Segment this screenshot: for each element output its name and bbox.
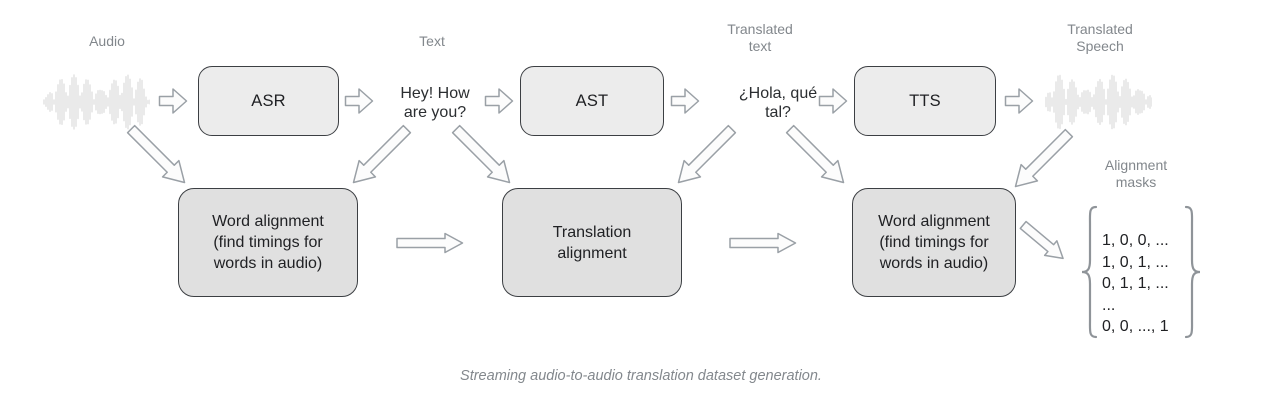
arrow-down-left-icon <box>352 124 412 184</box>
arrow-down-right-icon <box>451 124 511 184</box>
ast-box: AST <box>520 66 664 136</box>
audio-waveform-icon <box>43 74 150 130</box>
arrow-down-left-icon <box>1014 128 1074 188</box>
arrow-right-icon <box>818 88 848 114</box>
word-alignment-source-label: Word alignment (find timings for words i… <box>212 213 324 272</box>
right-brace-icon <box>1184 205 1201 339</box>
word-alignment-target-label: Word alignment (find timings for words i… <box>878 213 990 272</box>
translation-alignment-label: Translation alignment <box>552 223 632 262</box>
mask-row: 1, 0, 1, ... <box>1102 253 1169 271</box>
alignment-masks-list: 1, 0, 0, ... 1, 0, 1, ... 0, 1, 1, ... .… <box>1102 230 1180 338</box>
source-text: Hey! How are you? <box>400 85 470 121</box>
arrow-right-icon <box>158 88 188 114</box>
translated-speech-waveform-icon <box>1045 74 1152 130</box>
audio-label: Audio <box>89 33 125 49</box>
alignment-masks-label: Alignment masks <box>1104 157 1168 190</box>
arrow-down-right-icon <box>126 124 186 184</box>
tts-box: TTS <box>854 66 996 136</box>
arrow-right-icon <box>396 232 464 254</box>
word-alignment-source-box: Word alignment (find timings for words i… <box>178 188 358 297</box>
ast-box-label: AST <box>575 91 609 110</box>
translated-speech-label: Translated Speech <box>1067 21 1133 54</box>
text-label: Text <box>419 33 445 49</box>
arrow-down-right-icon <box>1019 220 1064 260</box>
arrow-right-icon <box>484 88 514 114</box>
translation-alignment-box: Translation alignment <box>502 188 682 297</box>
mask-row: 1, 0, 0, ... <box>1102 232 1169 249</box>
translated-text: ¿Hola, qué tal? <box>738 85 818 121</box>
mask-row: 0, 0, ..., 1 <box>1102 318 1169 335</box>
tts-box-label: TTS <box>909 91 941 110</box>
word-alignment-target-box: Word alignment (find timings for words i… <box>852 188 1016 297</box>
arrow-right-icon <box>670 88 700 114</box>
arrow-down-right-icon <box>785 124 845 184</box>
arrow-right-icon <box>344 88 374 114</box>
left-brace-icon <box>1081 205 1098 339</box>
asr-box-label: ASR <box>251 91 286 110</box>
translated-text-label: Translated text <box>727 21 793 54</box>
mask-row: ... <box>1102 296 1116 314</box>
figure-caption: Streaming audio-to-audio translation dat… <box>460 368 822 384</box>
arrow-right-icon <box>729 232 797 254</box>
mask-row: 0, 1, 1, ... <box>1102 275 1169 292</box>
arrow-right-icon <box>1004 88 1034 114</box>
asr-box: ASR <box>198 66 339 136</box>
arrow-down-left-icon <box>677 124 737 184</box>
